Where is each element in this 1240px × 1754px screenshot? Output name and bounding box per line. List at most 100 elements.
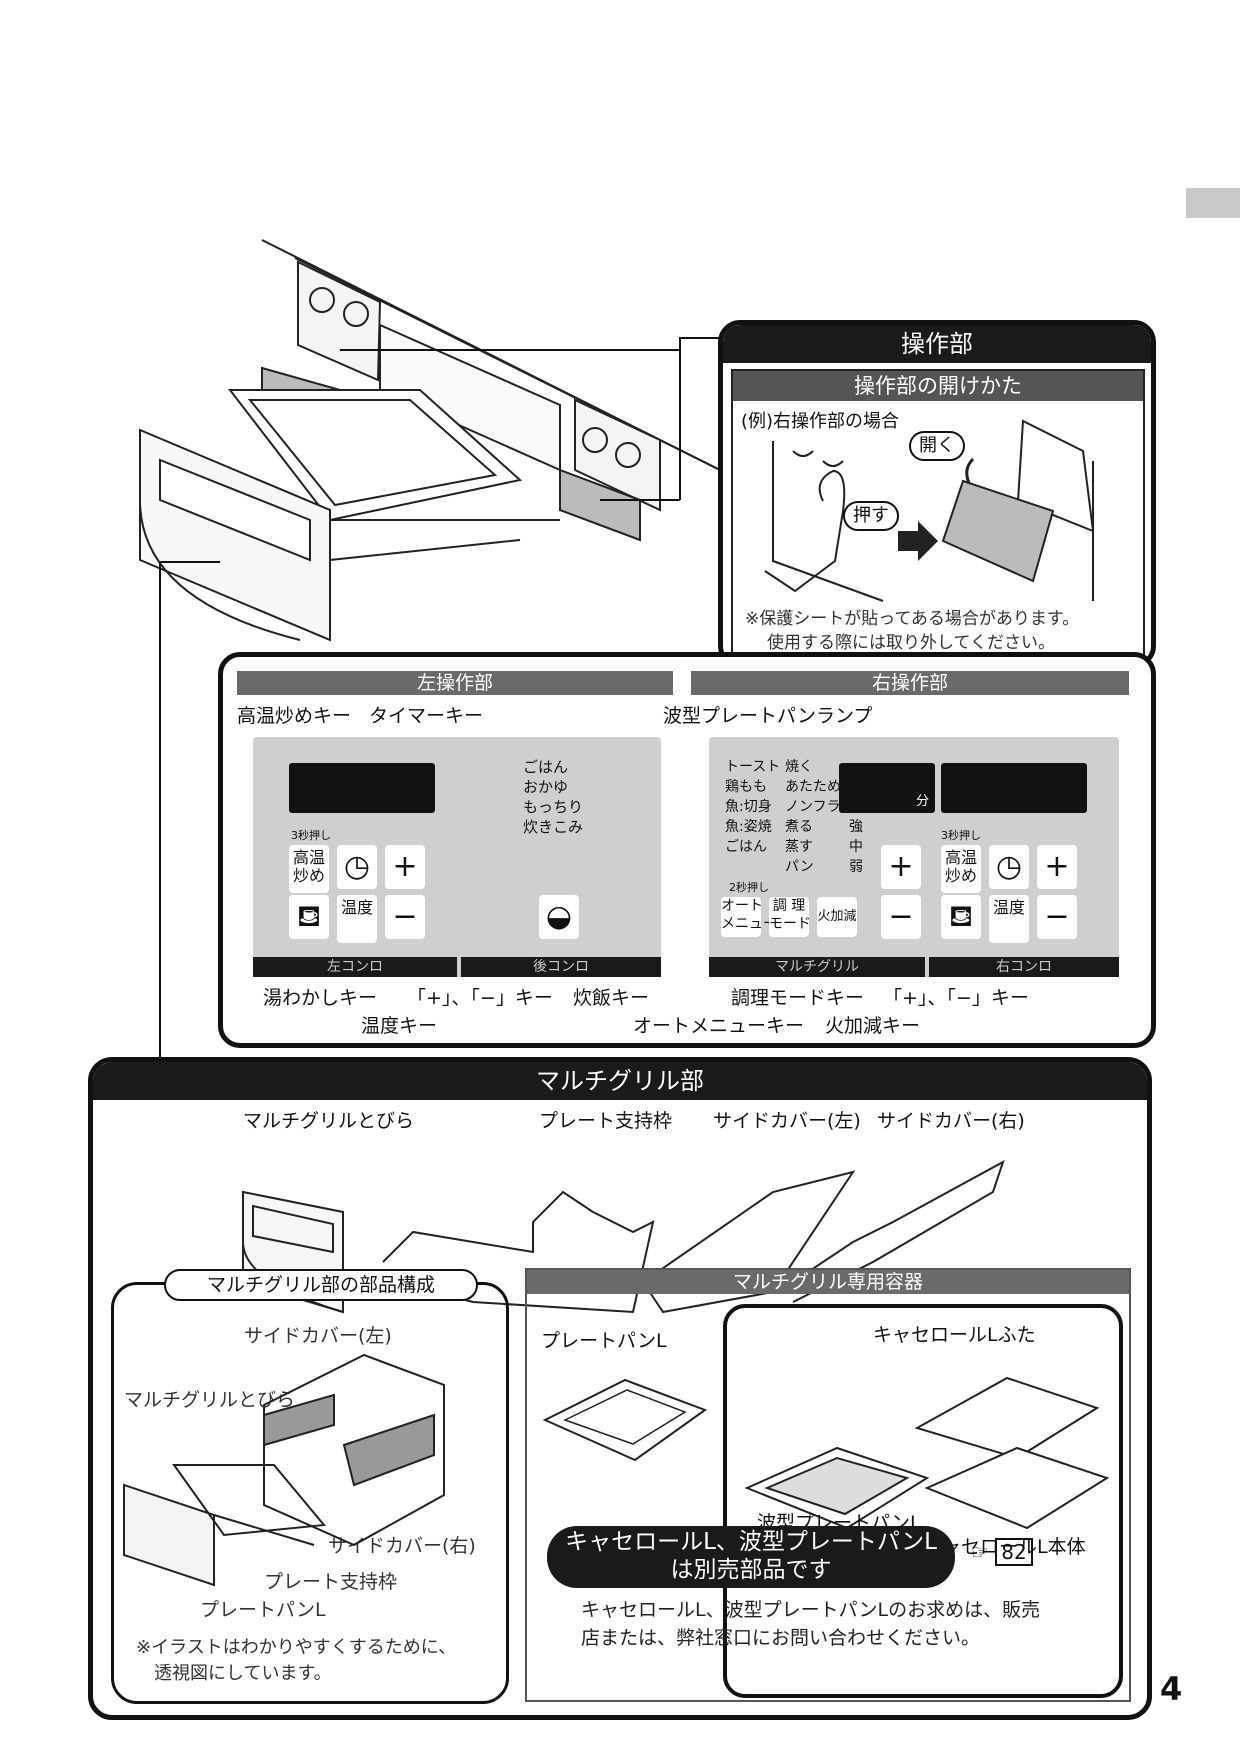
rice-menu-item: もっちり — [523, 798, 584, 816]
rice-cook-key[interactable]: ◒ — [539, 895, 579, 939]
grill-menu-item: ノンフライ — [785, 799, 855, 815]
grill-menu-item: 蒸す — [785, 839, 813, 855]
timer-icon: ◷ — [995, 849, 1023, 884]
label-left-plusminus: 「+」、「−」キー — [407, 987, 553, 1009]
optional-vessels-illustration — [744, 1376, 1110, 1530]
optional-parts-bubble: キャセロールL、波型プレートパンL は別売部品です — [547, 1526, 955, 1588]
left-minus-key[interactable]: − — [385, 895, 425, 939]
label-rice-key: 炊飯キー — [573, 987, 650, 1009]
cook-mode-key[interactable]: 調 理 モード — [769, 897, 811, 937]
grill-menu-item: 鶏もも — [725, 779, 767, 795]
grill-menu-item: あたためる — [785, 779, 855, 795]
hold2-note: 2秒押し — [729, 881, 769, 894]
bubble-line-2: は別売部品です — [670, 1557, 832, 1583]
grill-menu-item: 煮る — [785, 819, 813, 835]
parts-label-frame: プレート支持枠 — [264, 1571, 398, 1593]
purchase-info: キャセロールL、波型プレートパンLのお求めは、販売 店または、弊社窓口にお問い合… — [581, 1596, 1040, 1652]
label-fire-key: 火加減キー — [825, 1015, 921, 1037]
label-auto-menu-key: オートメニューキー — [633, 1015, 805, 1037]
grill-minus-key[interactable]: − — [881, 895, 921, 939]
right-timer-key[interactable]: ◷ — [989, 845, 1029, 889]
grill-menu-col2: 焼く あたためる ノンフライ 煮る 蒸す パン — [785, 757, 855, 877]
right-temp-key[interactable]: 温度 — [989, 895, 1029, 943]
parts-label-side-left: サイドカバー(左) — [244, 1325, 392, 1347]
control-panel-section: 左操作部 右操作部 高温炒めキー タイマーキー 波型プレートパンランプ 3秒押し… — [218, 652, 1156, 1048]
label-grill-door: マルチグリルとびら — [243, 1110, 415, 1132]
note-line-2: 使用する際には取り外してください。 — [767, 633, 1055, 653]
label-casserole-lid: キャセロールLふた — [873, 1324, 1036, 1346]
left-plus-key[interactable]: + — [385, 845, 425, 889]
rice-menu: ごはん おかゆ もっちり 炊きこみ — [523, 757, 583, 837]
purchase-info-line-1: キャセロールL、波型プレートパンLのお求めは、販売 — [581, 1599, 1041, 1621]
grill-plus-key[interactable]: + — [881, 845, 921, 889]
parts-title: マルチグリル部の部品構成 — [164, 1269, 478, 1301]
multigrill-section: マルチグリル部 マルチグリルとびら プレート支持枠 サイドカバー(左) サイドカ… — [88, 1057, 1152, 1720]
left-highheat-key[interactable]: 高温 炒め — [289, 845, 329, 893]
label-highheat-key: 高温炒めキー — [237, 705, 352, 727]
right-hold3-note: 3秒押し — [941, 829, 981, 842]
fire-level: 中 — [849, 839, 863, 855]
label-right-plusminus: 「+」、「−」キー — [883, 987, 1029, 1009]
rice-menu-item: おかゆ — [523, 778, 569, 796]
left-control-panel: 3秒押し 高温 炒め ◷ + − ⛾ 温度 左コンロ 後コンロ ごはん おかゆ … — [253, 737, 661, 977]
left-hold3-note: 3秒押し — [291, 829, 331, 842]
auto-menu-key[interactable]: オート メニュー — [721, 897, 777, 937]
timer-icon: ◷ — [343, 849, 371, 884]
operation-subtitle: 操作部の開けかた — [733, 371, 1143, 401]
bubble-line-1: キャセロールL、波型プレートパンL — [565, 1529, 937, 1555]
operation-example: (例)右操作部の場合 — [741, 411, 900, 432]
vessel-box: マルチグリル専用容器 プレートパンL キャセロールLふた 波型プレートパンL キ… — [525, 1268, 1131, 1702]
left-temp-key[interactable]: 温度 — [337, 895, 377, 943]
label-wave-lamp: 波型プレートパンランプ — [663, 705, 873, 727]
right-burner-strip: 右コンロ — [929, 957, 1119, 977]
fire-level: 弱 — [849, 859, 863, 875]
rice-menu-item: 炊きこみ — [523, 818, 584, 836]
grill-menu-item: トースト — [725, 759, 781, 775]
rice-bowl-icon: ◒ — [545, 899, 573, 934]
purchase-info-line-2: 店または、弊社窓口にお問い合わせください。 — [581, 1627, 981, 1649]
label-side-cover-right: サイドカバー(右) — [877, 1110, 1025, 1132]
open-label: 開く — [909, 431, 965, 461]
plate-pan-illustration — [542, 1378, 708, 1462]
optional-vessels-box: キャセロールLふた 波型プレートパンL キャセロールL本体 — [723, 1304, 1123, 1698]
right-highheat-key[interactable]: 高温 炒め — [941, 845, 981, 893]
grill-menu-col1: トースト 鶏もも 魚:切身 魚:姿焼 ごはん — [725, 757, 780, 857]
grill-strip: マルチグリル — [709, 957, 925, 977]
label-casserole-body: キャセロールL本体 — [923, 1536, 1086, 1558]
chapter-tab — [1186, 188, 1240, 218]
note-line-1: ※保護シートが貼ってある場合があります。 — [745, 609, 1080, 629]
page-number: 4 — [1160, 1670, 1183, 1708]
parts-note-line-2: 透視図にしています。 — [154, 1663, 332, 1684]
right-plus-key[interactable]: + — [1037, 845, 1077, 889]
label-plate-frame: プレート支持枠 — [539, 1110, 673, 1132]
operation-open-box: 操作部の開けかた (例)右操作部の場合 開く 押す ※保護シートが貼ってある場合… — [731, 369, 1145, 657]
parts-note: ※イラストはわかりやすくするために、 透視図にしています。 — [136, 1635, 456, 1687]
left-panel-title: 左操作部 — [237, 671, 673, 695]
grill-menu-item: 魚:姿焼 — [725, 819, 772, 835]
label-timer-key: タイマーキー — [369, 705, 484, 727]
push-label: 押す — [843, 501, 899, 531]
label-mode-key: 調理モードキー — [731, 987, 865, 1009]
grill-menu-item: パン — [785, 859, 814, 875]
right-minus-key[interactable]: − — [1037, 895, 1077, 939]
label-kettle-key: 湯わかしキー — [263, 987, 378, 1009]
operation-title: 操作部 — [723, 325, 1151, 363]
label-temp-key: 温度キー — [361, 1015, 438, 1037]
rice-menu-item: ごはん — [523, 758, 569, 776]
operation-note: ※保護シートが貼ってある場合があります。 使用する際には取り外してください。 — [745, 607, 1079, 655]
grill-menu-item: 魚:切身 — [725, 799, 772, 815]
left-display — [289, 763, 435, 813]
left-timer-key[interactable]: ◷ — [337, 845, 377, 889]
parts-label-door: マルチグリルとびら — [124, 1389, 296, 1411]
right-kettle-key[interactable]: ⛾ — [941, 895, 981, 939]
left-kettle-key[interactable]: ⛾ — [289, 895, 329, 939]
stove-illustration — [139, 239, 721, 1057]
reference-link[interactable]: ☞ 82 — [971, 1538, 1033, 1566]
parts-note-line-1: ※イラストはわかりやすくするために、 — [136, 1637, 457, 1658]
right-control-panel: トースト 鶏もも 魚:切身 魚:姿焼 ごはん 焼く あたためる ノンフライ 煮る… — [709, 737, 1119, 977]
back-burner-strip: 後コンロ — [461, 957, 661, 977]
fire-level-key[interactable]: 火加減 — [817, 897, 857, 937]
reference-page: 82 — [995, 1538, 1033, 1566]
grill-menu-col3: 強 中 弱 — [849, 817, 863, 877]
vessel-title: マルチグリル専用容器 — [527, 1270, 1129, 1294]
